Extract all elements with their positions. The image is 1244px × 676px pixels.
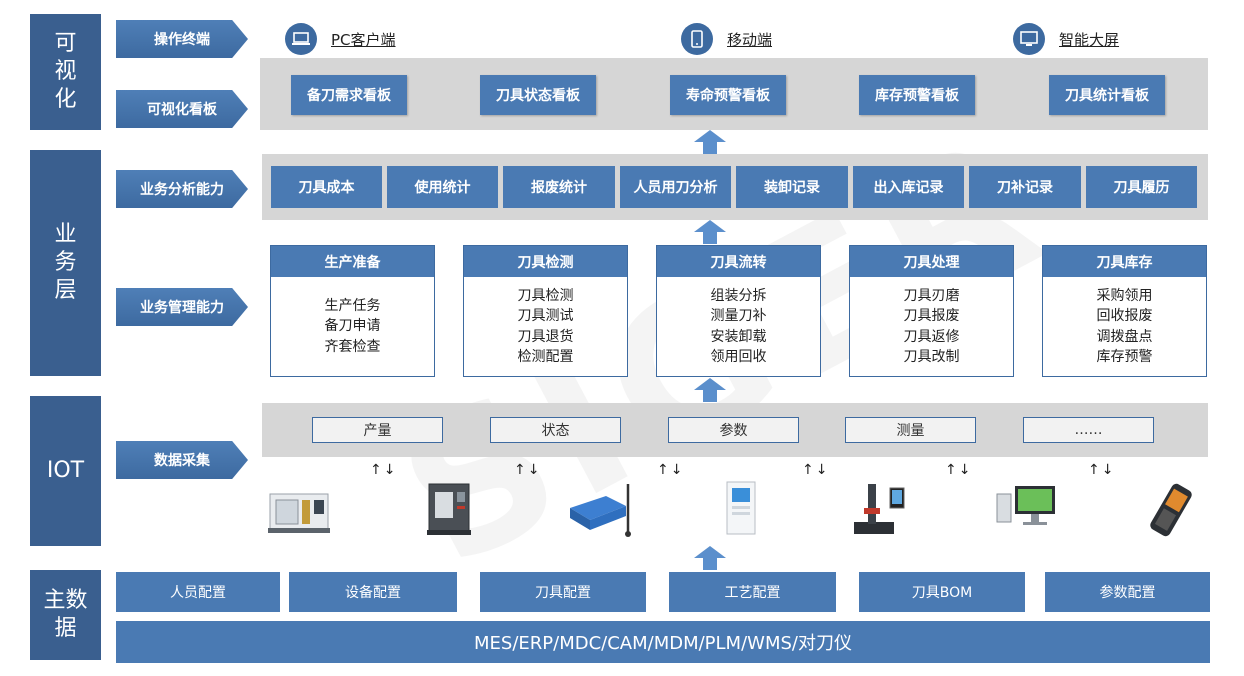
layer-business-label: 业务层 (54, 222, 77, 303)
up-arrow-icon (694, 378, 726, 402)
mgmt-item: 刀具检测 (517, 287, 574, 304)
mgmt-item: 库存预警 (1096, 349, 1153, 365)
up-arrow-icon (694, 546, 726, 570)
iot-output[interactable]: 产量 (312, 417, 443, 443)
mgmt-title: 刀具库存 (1043, 246, 1206, 277)
iot-parameters[interactable]: 参数 (668, 417, 799, 443)
up-arrow-icon (694, 130, 726, 154)
mgmt-item: 刀具刃磨 (903, 287, 960, 304)
config-equipment[interactable]: 设备配置 (289, 572, 457, 612)
analysis-compensation[interactable]: 刀补记录 (969, 166, 1081, 208)
mgmt-title: 刀具处理 (850, 246, 1013, 277)
layer-master-label: 主数据 (43, 588, 88, 641)
mgmt-title: 刀具流转 (657, 246, 820, 277)
mgmt-item: 刀具改制 (903, 349, 960, 365)
systems-bar: MES/ERP/MDC/CAM/MDM/PLM/WMS/对刀仪 (116, 621, 1210, 663)
monitor-icon (1013, 23, 1045, 55)
terminal-mobile: 移动端 (681, 22, 772, 56)
tag-analysis: 业务分析能力 (116, 170, 248, 208)
analysis-in-out[interactable]: 出入库记录 (853, 166, 964, 208)
mgmt-title: 生产准备 (271, 246, 434, 277)
machining-center-icon (268, 493, 330, 533)
bidirectional-arrow-icon: ↑↓ (802, 462, 830, 478)
bidirectional-arrow-icon: ↑↓ (514, 462, 542, 478)
analysis-usage-stats[interactable]: 使用统计 (387, 166, 498, 208)
iot-measurement[interactable]: 测量 (845, 417, 976, 443)
tag-management: 业务管理能力 (116, 288, 248, 326)
vertical-machine-icon (427, 483, 471, 535)
config-tool[interactable]: 刀具配置 (480, 572, 646, 612)
analysis-tool-cost[interactable]: 刀具成本 (271, 166, 382, 208)
layer-visual-label: 可视化 (54, 31, 77, 112)
config-personnel[interactable]: 人员配置 (116, 572, 280, 612)
layer-master-data: 主数据 (30, 570, 101, 660)
board-tool-status[interactable]: 刀具状态看板 (480, 75, 596, 115)
analysis-personnel[interactable]: 人员用刀分析 (620, 166, 731, 208)
bidirectional-arrow-icon: ↑↓ (370, 462, 398, 478)
terminal-bigscreen: 智能大屏 (1013, 22, 1119, 56)
mgmt-production-prep[interactable]: 生产准备 生产任务 备刀申请 齐套检查 (270, 245, 435, 377)
bidirectional-arrow-icon: ↑↓ (1088, 462, 1116, 478)
up-arrow-icon (694, 220, 726, 244)
iot-status[interactable]: 状态 (490, 417, 621, 443)
mgmt-item: 刀具报废 (903, 308, 960, 324)
tag-collection: 数据采集 (116, 441, 248, 479)
mgmt-tool-processing[interactable]: 刀具处理 刀具刃磨 刀具报废 刀具返修 刀具改制 (849, 245, 1014, 377)
terminal-pc: PC客户端 (285, 22, 396, 56)
layer-iot: IOT (30, 396, 101, 546)
mgmt-item: 备刀申请 (324, 318, 381, 335)
mgmt-item: 生产任务 (324, 297, 381, 314)
mgmt-item: 齐套检查 (324, 338, 381, 355)
mgmt-item: 刀具测试 (517, 308, 574, 324)
mgmt-item: 检测配置 (517, 349, 574, 365)
tablet-icon (681, 23, 713, 55)
mgmt-title: 刀具检测 (464, 246, 627, 277)
mgmt-item: 安装卸载 (710, 328, 767, 345)
board-tool-statistics[interactable]: 刀具统计看板 (1049, 75, 1165, 115)
board-stock-warning[interactable]: 库存预警看板 (859, 75, 975, 115)
tag-terminal: 操作终端 (116, 20, 248, 58)
mgmt-tool-inspection[interactable]: 刀具检测 刀具检测 刀具测试 刀具退货 检测配置 (463, 245, 628, 377)
terminal-bigscreen-label: 智能大屏 (1059, 30, 1120, 49)
bidirectional-arrow-icon: ↑↓ (945, 462, 973, 478)
iot-gateway-icon (570, 484, 631, 537)
terminal-pc-label: PC客户端 (331, 30, 396, 49)
analysis-load-unload[interactable]: 装卸记录 (736, 166, 848, 208)
mgmt-item: 回收报废 (1096, 308, 1153, 324)
handheld-terminal-icon (1150, 483, 1192, 537)
config-process[interactable]: 工艺配置 (669, 572, 836, 612)
analysis-scrap-stats[interactable]: 报废统计 (503, 166, 615, 208)
config-tool-bom[interactable]: 刀具BOM (859, 572, 1025, 612)
layer-visual: 可视化 (30, 14, 101, 130)
laptop-icon (285, 23, 317, 55)
mgmt-item: 调拨盘点 (1096, 328, 1153, 345)
tool-cabinet-icon (726, 481, 756, 535)
mgmt-tool-circulation[interactable]: 刀具流转 组装分拆 测量刀补 安装卸载 领用回收 (656, 245, 821, 377)
layer-iot-label: IOT (46, 458, 85, 483)
bidirectional-arrow-icon: ↑↓ (657, 462, 685, 478)
mgmt-item: 领用回收 (710, 349, 767, 365)
mgmt-item: 采购领用 (1096, 287, 1153, 304)
mgmt-item: 组装分拆 (710, 287, 767, 304)
tool-presetter-icon (854, 484, 905, 534)
terminal-mobile-label: 移动端 (727, 30, 773, 49)
measuring-station-icon (996, 486, 1055, 525)
mgmt-tool-inventory[interactable]: 刀具库存 采购领用 回收报废 调拨盘点 库存预警 (1042, 245, 1207, 377)
iot-more[interactable]: …… (1023, 417, 1154, 443)
layer-business: 业务层 (30, 150, 101, 376)
mgmt-item: 刀具退货 (517, 328, 574, 345)
tag-dashboard: 可视化看板 (116, 90, 248, 128)
board-life-warning[interactable]: 寿命预警看板 (670, 75, 786, 115)
mgmt-item: 刀具返修 (903, 328, 960, 345)
analysis-tool-history[interactable]: 刀具履历 (1086, 166, 1197, 208)
board-spare-demand[interactable]: 备刀需求看板 (291, 75, 407, 115)
mgmt-item: 测量刀补 (710, 308, 767, 324)
config-parameters[interactable]: 参数配置 (1045, 572, 1210, 612)
